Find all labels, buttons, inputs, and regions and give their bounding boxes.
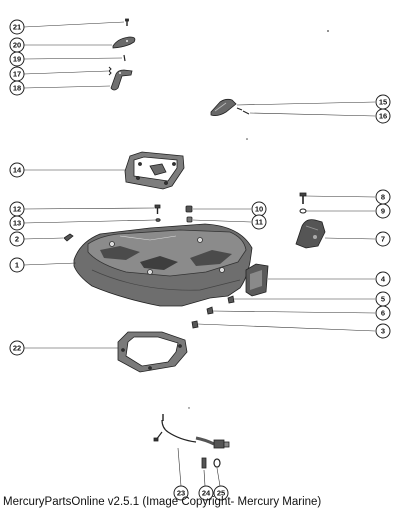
part-19-pin	[123, 54, 126, 62]
callout-10: 10	[251, 201, 267, 217]
part-17-spring	[108, 66, 112, 76]
callout-label-14: 14	[13, 166, 22, 175]
callout-label-18: 18	[13, 84, 21, 93]
part-3-clip	[191, 320, 199, 329]
callout-5: 5	[375, 291, 391, 307]
callout-8: 8	[375, 189, 391, 205]
callout-circle-19	[9, 51, 25, 67]
part-21-screw	[125, 18, 129, 26]
callout-22: 22	[9, 340, 25, 356]
callout-circle-4	[375, 271, 391, 287]
callout-circle-7	[375, 231, 391, 247]
callout-label-7: 7	[381, 235, 385, 244]
part-25-clip	[213, 458, 221, 468]
part-1-housing	[73, 223, 253, 307]
callout-label-16: 16	[379, 112, 387, 121]
part-8-bolt	[299, 192, 307, 204]
part-5-clip	[227, 295, 235, 304]
callout-23: 23	[173, 485, 189, 501]
callout-label-22: 22	[13, 344, 21, 353]
callout-label-9: 9	[381, 207, 385, 216]
callout-25: 25	[213, 485, 229, 501]
callout-1: 1	[9, 257, 25, 273]
callout-circle-9	[375, 203, 391, 219]
callout-24: 24	[198, 485, 214, 501]
callout-circle-2	[9, 231, 25, 247]
callout-circle-22	[9, 340, 25, 356]
callout-label-4: 4	[381, 275, 386, 284]
part-18-lever	[110, 69, 133, 91]
part-13-washer	[155, 218, 161, 222]
callout-label-21: 21	[13, 23, 21, 32]
part-14-gasket	[124, 151, 185, 190]
callout-circle-24	[198, 485, 214, 501]
callout-label-24: 24	[202, 489, 211, 498]
callout-12: 12	[9, 201, 25, 217]
callout-3: 3	[375, 323, 391, 339]
callout-label-3: 3	[381, 327, 385, 336]
callout-11: 11	[251, 214, 267, 230]
callout-19: 19	[9, 51, 25, 67]
callout-label-6: 6	[381, 309, 385, 318]
callout-2: 2	[9, 231, 25, 247]
callout-circle-16	[375, 108, 391, 124]
part-11-grommet	[186, 216, 193, 223]
callout-18: 18	[9, 80, 25, 96]
part-6-clip	[206, 306, 214, 315]
callout-label-8: 8	[381, 193, 385, 202]
part-20-cover	[112, 36, 136, 49]
part-12-screw	[154, 204, 161, 214]
callout-circle-23	[173, 485, 189, 501]
callout-circle-3	[375, 323, 391, 339]
part-22-gasket	[117, 331, 188, 373]
part-9-washer	[299, 208, 307, 214]
callout-20: 20	[9, 37, 25, 53]
callout-label-15: 15	[379, 98, 387, 107]
callout-label-10: 10	[255, 205, 263, 214]
callout-7: 7	[375, 231, 391, 247]
callout-circle-1	[9, 257, 25, 273]
callout-6: 6	[375, 305, 391, 321]
part-23-wire-harness	[153, 414, 230, 449]
callout-17: 17	[9, 66, 25, 82]
callout-9: 9	[375, 203, 391, 219]
callout-label-12: 12	[13, 205, 21, 214]
callout-label-19: 19	[13, 55, 21, 64]
callout-16: 16	[375, 108, 391, 124]
callout-4: 4	[375, 271, 391, 287]
part-15-bracket	[210, 98, 237, 116]
callout-circle-11	[251, 214, 267, 230]
image-credit: MercuryPartsOnline v2.5.1 (Image Copyrig…	[3, 496, 322, 508]
callout-label-25: 25	[217, 489, 225, 498]
callout-label-23: 23	[177, 489, 185, 498]
callout-circle-13	[9, 215, 25, 231]
callout-label-5: 5	[381, 295, 385, 304]
part-7-mount-bracket	[295, 219, 326, 249]
part-2-plug	[63, 233, 74, 242]
callout-13: 13	[9, 215, 25, 231]
callout-14: 14	[9, 162, 25, 178]
callout-label-13: 13	[13, 219, 21, 228]
callout-circle-21	[9, 19, 25, 35]
callout-21: 21	[9, 19, 25, 35]
callout-label-17: 17	[13, 70, 21, 79]
callout-label-11: 11	[255, 218, 263, 227]
callout-label-1: 1	[15, 261, 19, 270]
callout-15: 15	[375, 94, 391, 110]
part-10-grommet	[185, 205, 193, 213]
callout-label-20: 20	[13, 41, 21, 50]
callout-circle-25	[213, 485, 229, 501]
callout-circle-14	[9, 162, 25, 178]
part-24-clip	[201, 457, 207, 469]
callout-circle-6	[375, 305, 391, 321]
callout-circle-18	[9, 80, 25, 96]
leader-lines	[23, 21, 376, 487]
part-16-screw	[236, 107, 250, 115]
callout-label-2: 2	[15, 235, 19, 244]
parts-drawings	[63, 18, 329, 469]
part-4-block	[245, 263, 269, 297]
